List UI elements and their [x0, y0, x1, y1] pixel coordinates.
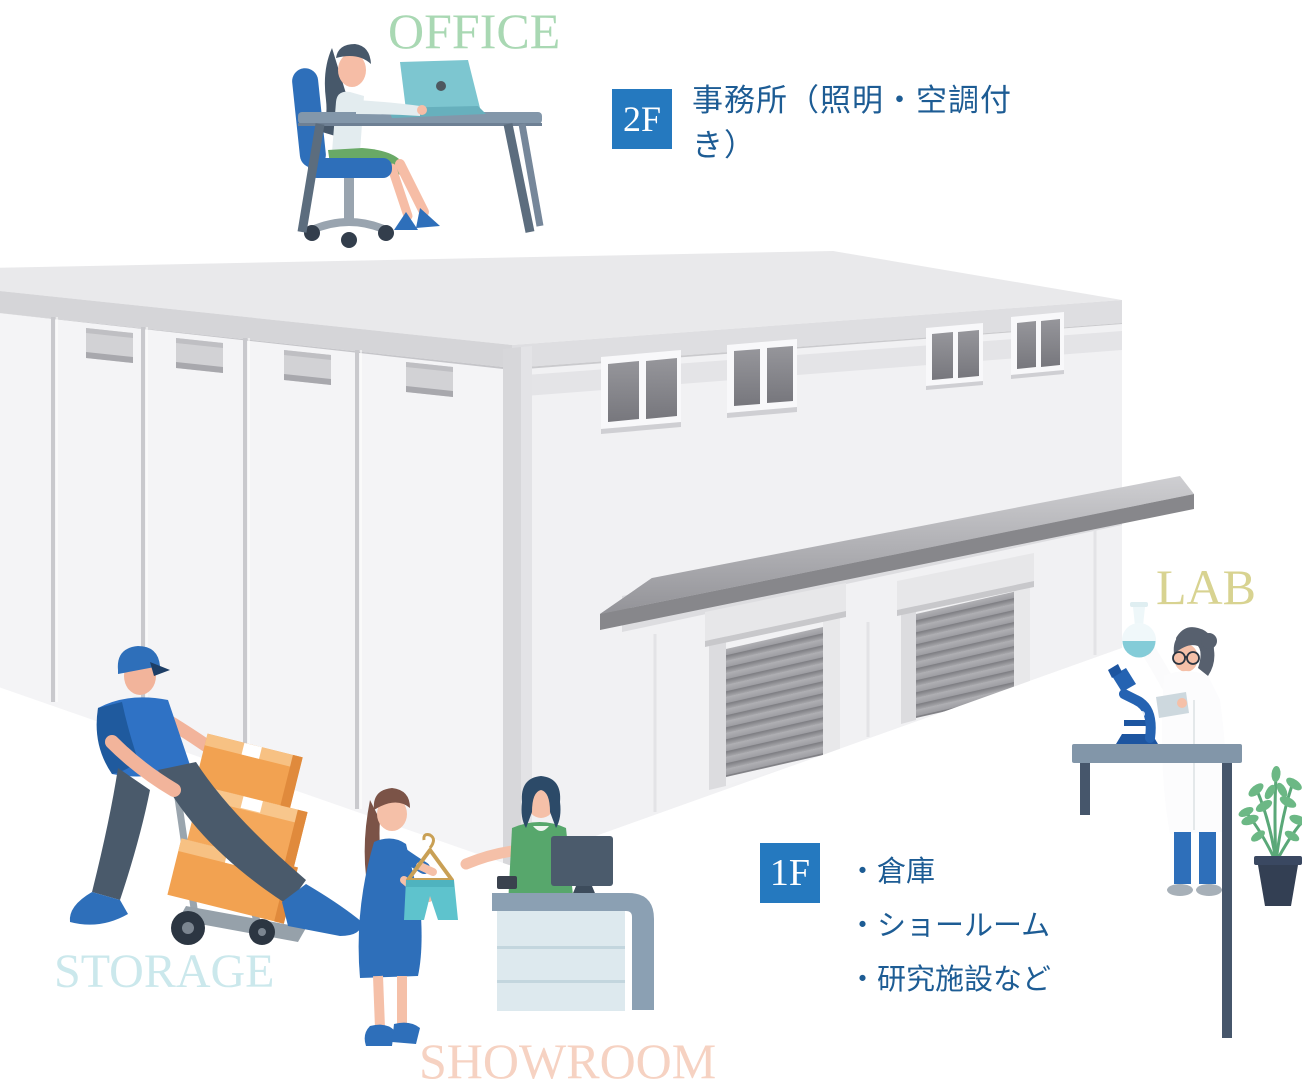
laptop-logo	[436, 81, 446, 91]
customer-leg	[373, 975, 385, 1029]
upper-floor-window	[601, 350, 681, 434]
clothes-hanger-hook	[422, 833, 435, 849]
clerk-collar	[533, 826, 549, 831]
scientist-pants	[1199, 832, 1216, 884]
floor1-usage-item: ・ショールーム	[848, 910, 1051, 942]
office-desk-leg	[518, 123, 544, 227]
scientist-hand	[1177, 698, 1187, 708]
counter-frame	[492, 893, 654, 1010]
worker-near-arm	[105, 735, 181, 797]
left-wall-vents	[86, 328, 453, 397]
customer-shoe	[392, 1022, 420, 1044]
plant-pot	[1258, 865, 1298, 906]
scientist-hair-bun	[1201, 633, 1217, 649]
clerk-hair-bob	[521, 776, 561, 828]
office-worker-heel	[394, 212, 418, 230]
wheel-hub	[182, 922, 194, 934]
lab-area-label: LAB	[1156, 559, 1256, 615]
office-worker-leg	[387, 163, 413, 221]
potted-plant	[1238, 766, 1302, 906]
office-desk-leg	[503, 123, 535, 233]
glasses-icon	[1172, 651, 1186, 665]
office-worker-heel	[416, 208, 440, 228]
corner-strip	[503, 347, 521, 870]
showroom-area-label: SHOWROOM	[419, 1033, 717, 1086]
upper-floor-window	[1011, 312, 1064, 379]
lab-table-leg	[1222, 760, 1232, 1038]
lab-scene	[1072, 602, 1242, 1038]
counter-panel-line	[497, 980, 625, 983]
upper-floor-window	[926, 323, 983, 390]
office-desk-leg	[297, 123, 325, 233]
microscope-icon	[1108, 664, 1158, 744]
office-chair-pole	[344, 178, 354, 224]
office-desk-top-shadow	[298, 123, 542, 126]
office-chair-wheel	[378, 225, 394, 241]
worker-shoe	[282, 884, 362, 936]
counter-panel-line	[497, 946, 625, 949]
roller-shutter-door-right	[897, 553, 1034, 724]
worker-cap	[117, 646, 160, 674]
scientist-shoe	[1196, 884, 1222, 896]
wheel-hub	[258, 928, 266, 936]
counter-front-panel	[497, 911, 625, 1011]
office-chair-wheel	[304, 225, 320, 241]
office-area-label: OFFICE	[388, 3, 561, 59]
storage-area-label: STORAGE	[54, 945, 275, 998]
cardboard-boxes	[167, 733, 308, 924]
glasses-icon	[1186, 651, 1200, 665]
computer-monitor	[551, 836, 613, 886]
plant-pot-rim	[1254, 856, 1302, 865]
office-worker-head	[338, 53, 366, 87]
roller-shutter-door-left	[705, 583, 846, 790]
office-worker-arm	[356, 100, 420, 116]
floor2-description: 事務所（照明・空調付き）	[692, 83, 1012, 163]
roof-fascia-left	[0, 291, 512, 368]
floor2-callout: 2F 事務所（照明・空調付き）	[607, 73, 1054, 167]
floor1-usage-item: ・研究施設など	[848, 964, 1052, 996]
lab-table-top	[1072, 744, 1242, 763]
storage-worker-scene	[69, 646, 362, 945]
office-worker-hand	[417, 105, 427, 115]
worker-front-leg	[158, 762, 306, 905]
roof-fascia-right	[512, 300, 1122, 368]
office-worker-scene	[292, 44, 544, 248]
scientist-head	[1174, 644, 1198, 672]
scientist-shoe	[1167, 884, 1193, 896]
floor2-badge: 2F	[612, 89, 672, 149]
scientist-fringe	[1173, 632, 1202, 654]
customer-shoe	[364, 1024, 394, 1046]
worker-back-leg	[92, 768, 150, 900]
office-worker-leg	[395, 159, 429, 217]
card-reader	[497, 876, 517, 889]
office-worker-hair-top	[336, 44, 371, 64]
scientist-pants	[1174, 832, 1191, 884]
flask-icon	[1122, 602, 1156, 658]
showroom-scene	[358, 776, 654, 1046]
customer-head	[377, 797, 407, 831]
floor1-callout: 1F ・倉庫 ・ショールーム ・研究施設など	[737, 815, 1117, 1048]
right-wall-seams	[653, 530, 1097, 812]
upper-floor-window	[727, 339, 797, 418]
floor1-badge: 1F	[760, 843, 820, 903]
worker-shoe	[69, 892, 128, 925]
display-shorts	[404, 880, 458, 920]
floor1-usage-item: ・倉庫	[848, 856, 936, 888]
roof-top	[0, 251, 1122, 345]
customer-dress	[358, 838, 422, 978]
worker-cap-brim	[150, 662, 170, 676]
display-shorts-waistband	[406, 880, 454, 887]
floor1-usage-list: ・倉庫 ・ショールーム ・研究施設など	[737, 815, 1117, 1007]
awning	[600, 476, 1194, 630]
customer-hair-top	[373, 788, 410, 810]
office-chair-base	[310, 218, 388, 234]
office-chair-seat	[308, 158, 392, 178]
office-desk-top	[298, 112, 542, 124]
corner-strip-highlight	[521, 346, 532, 856]
customer-hand	[416, 862, 437, 876]
office-chair-wheel	[341, 232, 357, 248]
plant-leaves	[1238, 766, 1302, 842]
